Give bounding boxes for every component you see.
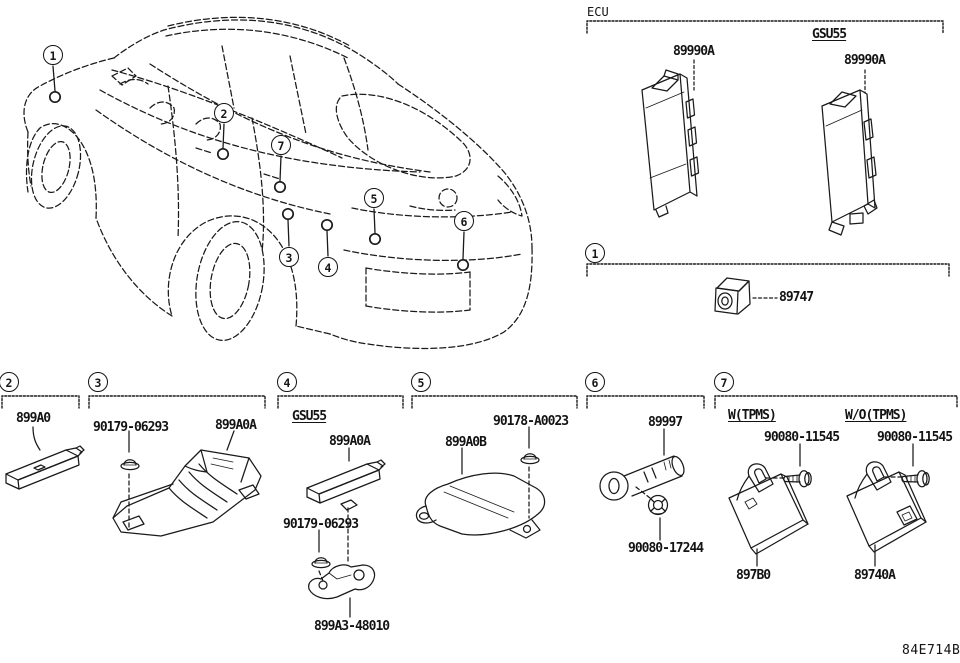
vehicle-callout-leaders	[48, 65, 470, 272]
vehicle-callout-7: 7	[271, 135, 291, 155]
vehicle-callout-4: 4	[318, 257, 338, 277]
section5-bracket	[411, 395, 578, 409]
bolt-right-drawing	[901, 470, 930, 488]
part-label-899a3-48010: 899A3-48010	[314, 619, 390, 634]
bracket-899a0a-s3-drawing	[112, 449, 262, 537]
section2-bracket	[1, 395, 80, 409]
part-label-89990a-left: 89990A	[673, 44, 715, 59]
section3-bracket	[88, 395, 266, 409]
ecu-title: ECU	[587, 5, 609, 19]
clip-nut-s3-drawing	[120, 459, 140, 471]
part-label-90179-06293-s3: 90179-06293	[93, 420, 169, 435]
section4-bracket	[277, 395, 404, 409]
part-label-899a0: 899A0	[16, 411, 51, 426]
section2-callout: 2	[0, 372, 19, 392]
section4-callout: 4	[277, 372, 297, 392]
module-897b0-drawing	[728, 463, 809, 555]
section7-callout: 7	[714, 372, 734, 392]
antenna-899a0a-s4-drawing	[306, 459, 386, 511]
antenna-899a0-drawing	[5, 445, 85, 490]
variant-label-w-tpms: W(TPMS)	[728, 408, 777, 423]
valve-89997-drawing	[599, 455, 685, 501]
variant-label-gsu55-ecu: GSU55	[812, 27, 847, 42]
vehicle-callout-1: 1	[43, 45, 63, 65]
section6-nut-dashed	[635, 486, 651, 499]
variant-label-gsu55-s4: GSU55	[292, 409, 327, 424]
ecu-bracket	[586, 20, 944, 34]
section3-part-leader	[226, 430, 235, 451]
part-label-90080-11545-right: 90080-11545	[877, 430, 953, 445]
part-label-90178-a0023: 90178-A0023	[493, 414, 569, 429]
stay-bracket-899a3-drawing	[308, 564, 376, 600]
part-label-899a0a-s3: 899A0A	[215, 418, 257, 433]
section5-callout: 5	[411, 372, 431, 392]
vehicle-callout-2: 2	[214, 103, 234, 123]
vehicle-callout-5: 5	[364, 188, 384, 208]
receiver-89747-drawing	[714, 277, 751, 315]
section3-callout: 3	[88, 372, 108, 392]
part-label-89740a: 89740A	[854, 568, 896, 583]
group-brackets	[1, 20, 958, 409]
section7-bracket	[714, 395, 958, 409]
module-89740a-drawing	[846, 461, 927, 553]
nut-90080-17244-drawing	[647, 494, 669, 516]
ecu-module-left-drawing	[641, 69, 700, 218]
plate-899a0b-drawing	[415, 472, 546, 539]
section4-nut-dashed	[318, 570, 324, 582]
section2-part-leader	[32, 426, 41, 451]
screw-s5-drawing	[520, 453, 540, 465]
part-label-90080-11545-left: 90080-11545	[764, 430, 840, 445]
section6-callout: 6	[585, 372, 605, 392]
part-label-89747: 89747	[779, 290, 814, 305]
part-label-897b0: 897B0	[736, 568, 771, 583]
clip-nut-s4-drawing	[311, 557, 331, 569]
ecu-module-right-drawing	[821, 89, 878, 236]
part-label-89997: 89997	[648, 415, 683, 430]
group1-bracket	[586, 263, 950, 277]
group1-callout: 1	[585, 243, 605, 263]
section6-bracket	[586, 395, 705, 409]
bolt-left-drawing	[783, 470, 812, 488]
part-label-899a0a-s4: 899A0A	[329, 434, 371, 449]
part-label-90179-06293-s4: 90179-06293	[283, 517, 359, 532]
part-label-89990a-right: 89990A	[844, 53, 886, 68]
vehicle-illustration	[23, 16, 533, 350]
vehicle-callout-6: 6	[454, 211, 474, 231]
variant-label-wo-tpms: W/O(TPMS)	[845, 408, 907, 423]
drawing-code: 84E714B	[902, 643, 960, 658]
part-label-899a0b: 899A0B	[445, 435, 487, 450]
vehicle-callout-3: 3	[279, 247, 299, 267]
part-label-90080-17244: 90080-17244	[628, 541, 704, 556]
